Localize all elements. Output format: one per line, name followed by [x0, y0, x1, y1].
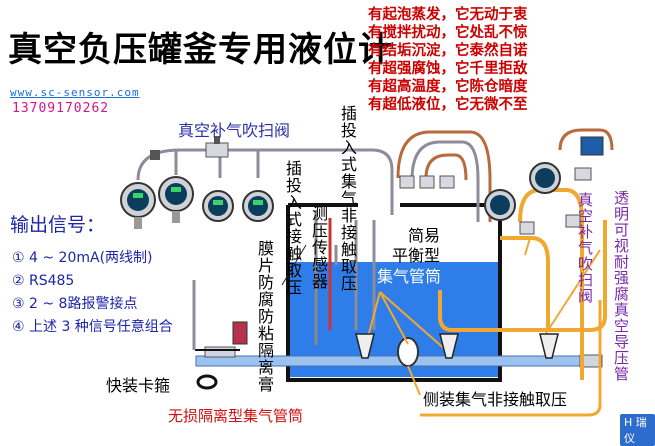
slogan-item: 有起泡蒸发，它无动于衷 [368, 6, 528, 23]
vacuum-purge-valve-label: 真空补气吹扫阀 [178, 121, 291, 140]
gauge-3 [202, 190, 234, 222]
pressure-sensor-label: 测压传感器 [309, 205, 328, 290]
output-signal-item: ① 4 ~ 20mA(两线制) [12, 250, 153, 266]
simple-tube-label-1: 简易 [408, 226, 441, 245]
output-signal-item: ② RS485 [12, 273, 75, 289]
slogan-item: 有超高温度，它陈仓暗度 [368, 78, 528, 95]
slogan-list: 有起泡蒸发，它无动于衷 有搅拌扰动，它处乱不惊 有结垢沉淀，它泰然自诺 有超强腐… [368, 6, 528, 114]
slogan-item: 有超强腐蚀，它千里拒敌 [368, 60, 528, 77]
transparent-guide-label: 透明可视耐强腐真空导压管 [612, 190, 630, 382]
gauge-1 [120, 182, 156, 218]
simple-tube-label-2: 平衡型 [392, 246, 441, 265]
quick-clamp-label: 快装卡箍 [106, 376, 171, 395]
gauge-2 [158, 176, 194, 212]
side-noncontact-tap-label: 侧装集气非接触取压 [423, 390, 568, 409]
output-signal-title: 输出信号： [10, 214, 106, 236]
guide-tube-1 [438, 220, 607, 332]
page-title: 真空负压罐釜专用液位计 [8, 30, 393, 70]
slogan-item: 有结垢沉淀，它泰然自诺 [368, 42, 528, 59]
lossless-tube-label: 无损隔离型集气管筒 [168, 407, 304, 425]
insert-contact-tap-label: 插投入式接触取压 [283, 160, 302, 296]
level-gauge-diagram [120, 128, 614, 417]
insert-noncontact-tap-label: 插投入式集气非接触取压 [338, 105, 357, 292]
vacuum-purge-valve-right-label: 真空补气吹扫阀 [576, 192, 594, 304]
output-signal-item: ④ 上述 3 种信号任意组合 [12, 319, 173, 335]
phone-number: 13709170262 [12, 101, 110, 116]
slogan-item: 有搅拌扰动，它处乱不惊 [368, 24, 528, 41]
collector-cone-3 [539, 333, 559, 359]
membrane-isolation-label: 膜片防腐防粘隔离膏 [255, 240, 274, 393]
collector-cone-2 [439, 333, 459, 359]
website-link[interactable]: www.sc-sensor.com [10, 86, 140, 99]
slogan-item: 有超低液位，它无微不至 [368, 96, 528, 113]
gauge-4 [242, 190, 274, 222]
gauge-right-1 [484, 189, 516, 221]
collector-cone-1 [355, 333, 375, 359]
gray-header-pipe [136, 148, 394, 215]
vessel-wall [286, 205, 502, 382]
output-signal-item: ③ 2 ~ 8路报警接点 [12, 296, 138, 312]
output-signal-list: ① 4 ~ 20mA(两线制) ② RS485 ③ 2 ~ 8路报警接点 ④ 上… [12, 247, 173, 339]
gauge-right-3 [580, 136, 604, 156]
brand-badge: H 瑞 仪 [620, 414, 655, 446]
gauge-right-2 [529, 162, 561, 194]
simple-tube-label-3: 集气管筒 [377, 267, 442, 286]
